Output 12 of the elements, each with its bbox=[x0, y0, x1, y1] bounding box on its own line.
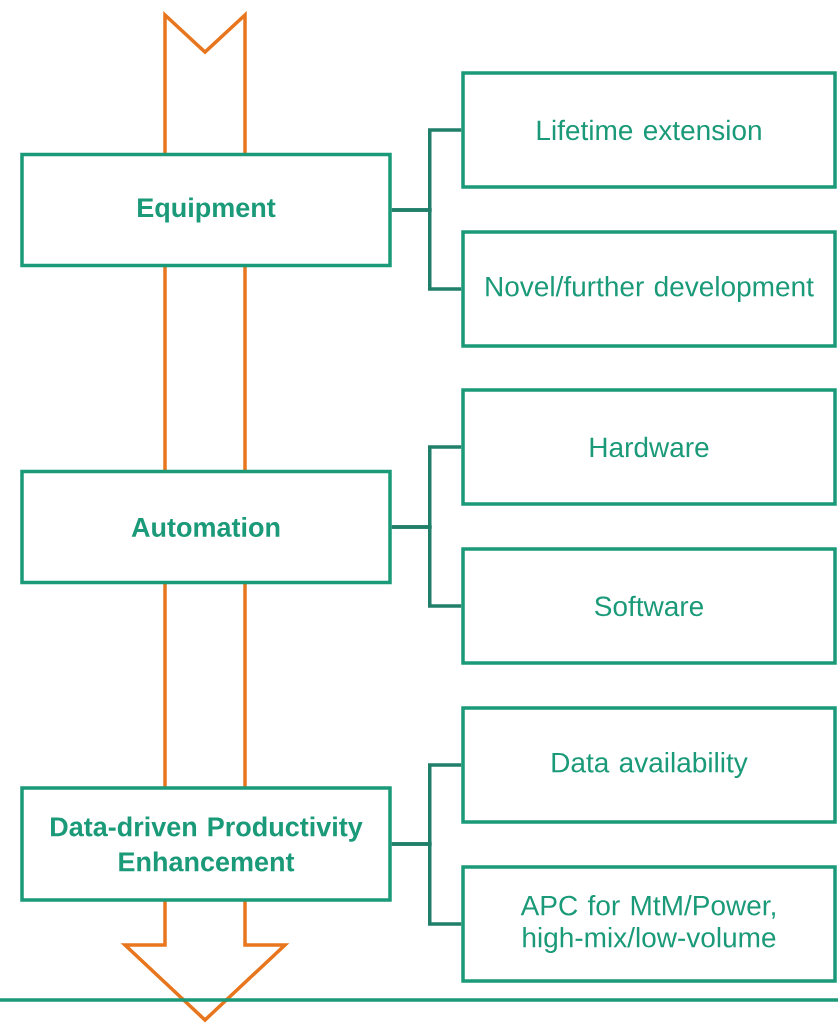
item-box: APC for MtM/Power, high-mix/low-volume bbox=[461, 865, 837, 983]
item-box: Software bbox=[461, 547, 837, 665]
connector bbox=[391, 208, 462, 291]
category-box: Automation bbox=[20, 469, 392, 585]
item-box: Data availability bbox=[461, 706, 837, 824]
item-box: Novel/further development bbox=[461, 230, 837, 348]
connector bbox=[391, 525, 462, 608]
category-box: Equipment bbox=[20, 152, 392, 268]
item-box: Lifetime extension bbox=[461, 71, 837, 189]
item-box: Hardware bbox=[461, 388, 837, 506]
connector bbox=[391, 842, 462, 926]
category-box: Data-driven Productivity Enhancement bbox=[20, 786, 392, 902]
